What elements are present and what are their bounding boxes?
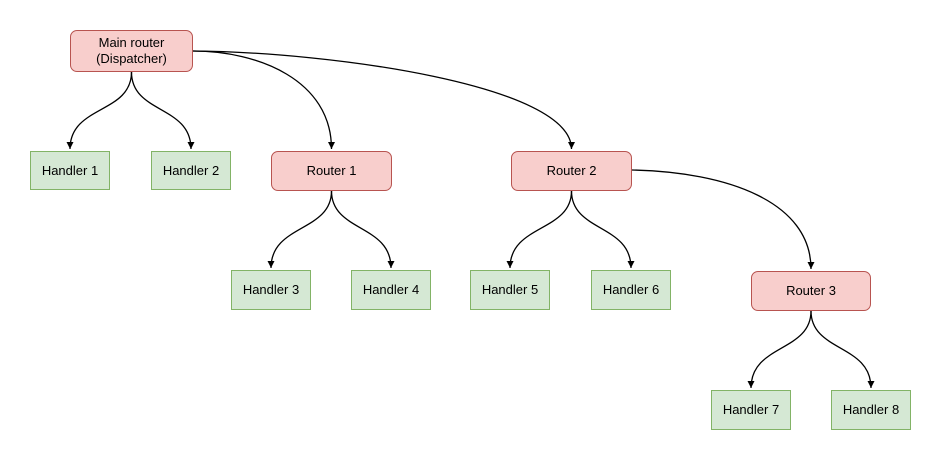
node-handler-8[interactable]: Handler 8	[831, 390, 911, 430]
node-handler-2[interactable]: Handler 2	[151, 151, 231, 190]
edge-main-router-to-handler-1	[66, 71, 133, 150]
edge-main-router-to-handler-2	[130, 71, 195, 150]
edge-router-2-to-router-3	[631, 169, 815, 270]
node-router-1[interactable]: Router 1	[271, 151, 392, 191]
node-main-router[interactable]: Main router (Dispatcher)	[70, 30, 193, 72]
node-handler-5[interactable]: Handler 5	[470, 270, 550, 310]
node-router-3[interactable]: Router 3	[751, 271, 871, 311]
edge-router-2-to-handler-6	[570, 190, 635, 269]
edge-router-1-to-handler-3	[267, 190, 333, 269]
edge-main-router-to-router-2	[192, 50, 575, 150]
edge-router-3-to-handler-8	[810, 310, 875, 389]
edge-main-router-to-router-1	[192, 50, 335, 150]
edge-router-1-to-handler-4	[330, 190, 395, 269]
edge-router-3-to-handler-7	[747, 310, 812, 389]
node-handler-6[interactable]: Handler 6	[591, 270, 671, 310]
node-handler-3[interactable]: Handler 3	[231, 270, 311, 310]
node-router-2[interactable]: Router 2	[511, 151, 632, 191]
node-handler-4[interactable]: Handler 4	[351, 270, 431, 310]
node-handler-7[interactable]: Handler 7	[711, 390, 791, 430]
edge-router-2-to-handler-5	[506, 190, 573, 269]
node-handler-1[interactable]: Handler 1	[30, 151, 110, 190]
